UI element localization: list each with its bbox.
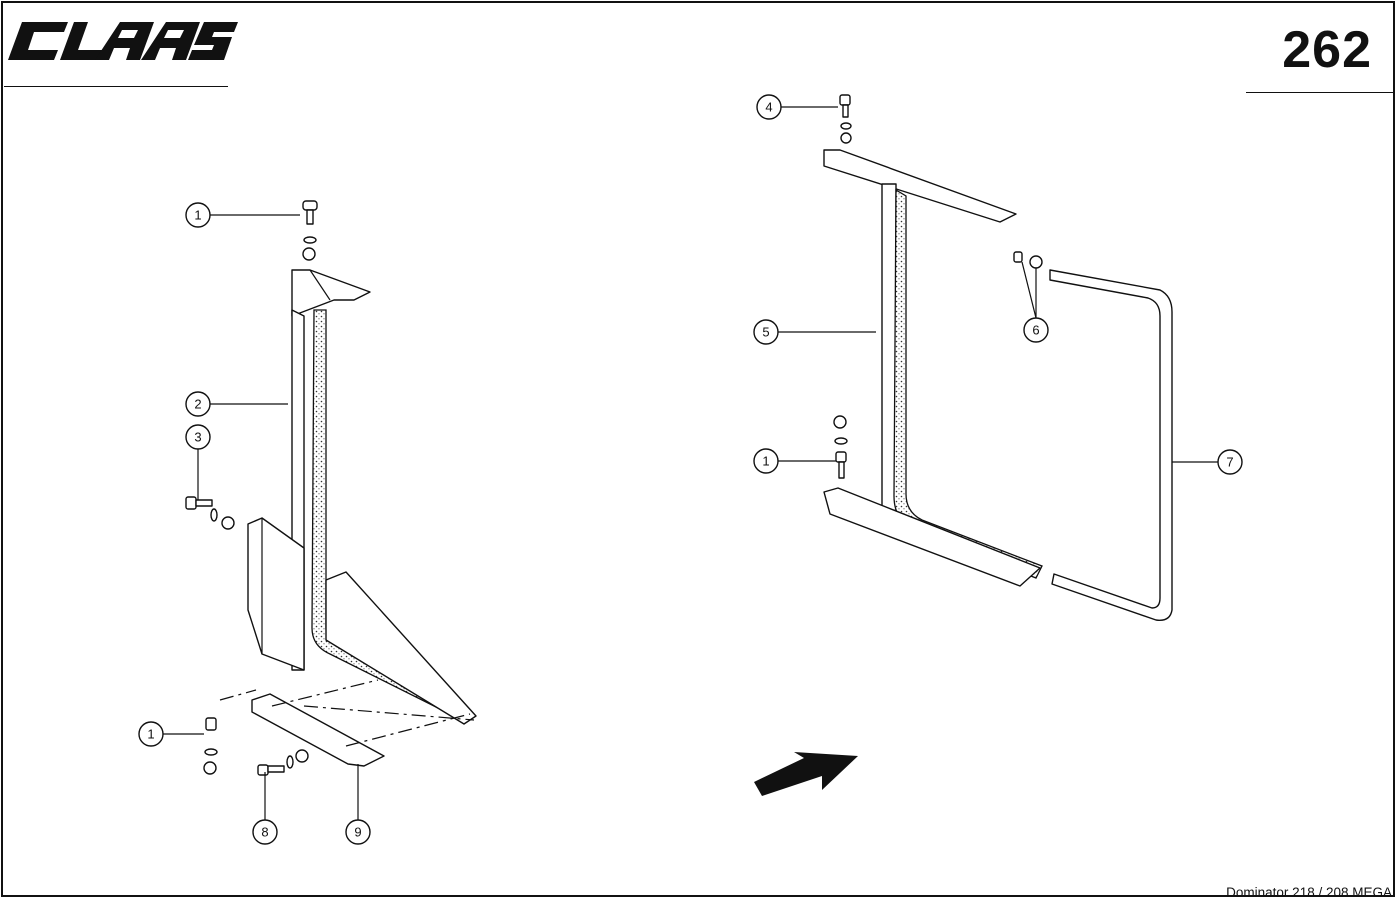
footer-model: Dominator 218 / 208 MEGA [1226, 885, 1392, 900]
svg-text:2: 2 [194, 397, 201, 412]
svg-text:1: 1 [147, 727, 154, 742]
svg-text:1: 1 [762, 454, 769, 469]
seal-frame [1049, 269, 1173, 621]
callout-right-1: 1 [753, 448, 779, 474]
callout-left-9: 9 [345, 819, 371, 845]
bottom-bracket [251, 693, 385, 767]
callout-left-8: 8 [252, 819, 278, 845]
header-rule-left [4, 86, 228, 87]
brand-logo [8, 22, 238, 60]
bolt-8 [257, 749, 309, 776]
bottom-base [823, 487, 1041, 587]
callout-right-7: 7 [1217, 449, 1243, 475]
callout-left-3: 3 [185, 424, 211, 450]
right-assembly [754, 94, 1218, 796]
callout-right-4: 4 [756, 94, 782, 120]
seal-strip-right [893, 188, 1043, 579]
bolt-3 [185, 496, 235, 530]
left-assembly [163, 200, 477, 820]
top-crossbar [823, 149, 1017, 223]
direction-arrow [754, 752, 858, 796]
svg-text:9: 9 [354, 825, 361, 840]
callout-right-6: 6 [1023, 317, 1049, 343]
callout-left-1: 1 [185, 202, 211, 228]
svg-text:5: 5 [762, 325, 769, 340]
bolt-bottom-left [203, 717, 218, 775]
svg-text:1: 1 [194, 208, 201, 223]
svg-text:6: 6 [1032, 323, 1039, 338]
callout-left-1b: 1 [138, 721, 164, 747]
svg-text:3: 3 [194, 430, 201, 445]
callout-left-2: 2 [185, 391, 211, 417]
svg-text:8: 8 [261, 825, 268, 840]
header-rule-right [1246, 92, 1394, 93]
bolt-4 [839, 94, 852, 144]
bolt-1-right [833, 415, 848, 479]
bolt-top-left [302, 200, 318, 261]
top-angle-bracket [291, 269, 371, 317]
svg-text:4: 4 [765, 100, 772, 115]
bolt-6 [1013, 251, 1043, 269]
gusset-plate [325, 571, 477, 725]
page-number: 262 [1282, 21, 1372, 79]
svg-text:7: 7 [1226, 455, 1233, 470]
callout-right-5: 5 [753, 319, 779, 345]
